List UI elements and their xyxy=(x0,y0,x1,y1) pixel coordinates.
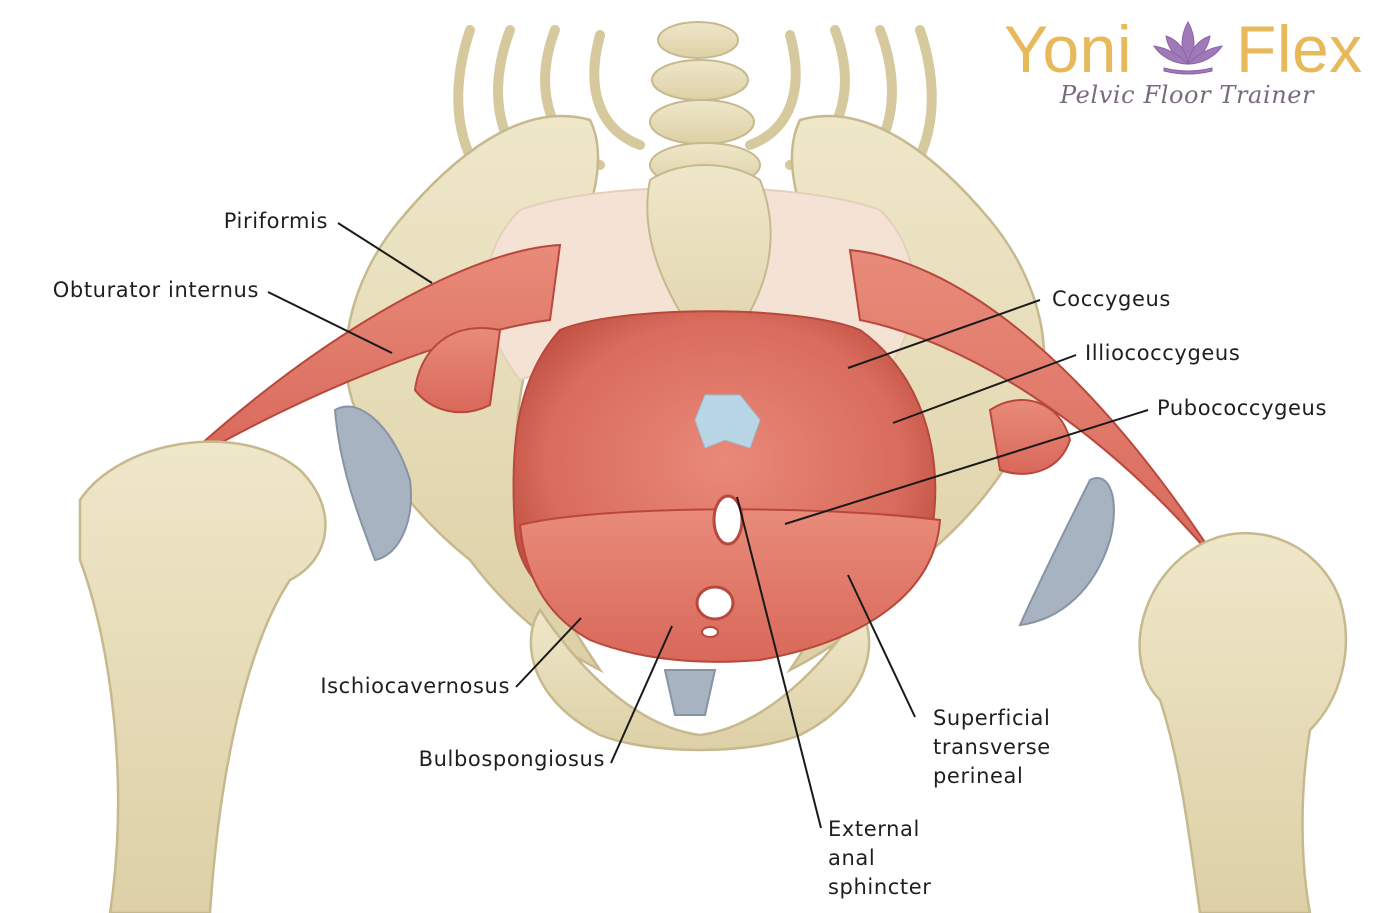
leader-coccygeus xyxy=(847,299,1041,369)
urethral-opening xyxy=(701,626,719,638)
hip-joints xyxy=(333,405,1115,716)
leader-obturator-internus xyxy=(267,291,393,354)
label-iliococcygeus: Illiococcygeus xyxy=(1085,341,1241,365)
obturator-internus-right xyxy=(988,399,1072,475)
rib xyxy=(745,30,801,150)
vertebra xyxy=(651,59,749,101)
obturator-internus-left xyxy=(413,327,502,414)
pubic-cartilage xyxy=(663,669,717,716)
label-external-anal-sphincter: External anal sphincter xyxy=(828,815,931,902)
label-pubococcygeus: Pubococcygeus xyxy=(1157,396,1327,420)
label-line: perineal xyxy=(933,764,1024,788)
leader-ischiocavernosus xyxy=(515,617,582,688)
leader-pubococcygeus xyxy=(784,409,1149,525)
label-line: Superficial xyxy=(933,706,1051,730)
leader-bulbospongiosus xyxy=(610,625,673,764)
leader-lines xyxy=(267,222,1149,829)
brand-name-right: Flex xyxy=(1236,12,1363,86)
vertebra xyxy=(649,99,755,145)
brand-logo: Yoni Flex Pelvic Floor Trainer xyxy=(1000,12,1366,112)
femurs xyxy=(78,440,1348,913)
vertebra xyxy=(657,21,739,59)
brand-tagline: Pelvic Floor Trainer xyxy=(1060,81,1315,109)
leader-external-anal-sphincter xyxy=(736,496,822,829)
central-tendon xyxy=(694,394,761,449)
brand-name-left: Yoni xyxy=(1004,12,1133,86)
left-femur xyxy=(78,440,327,913)
label-line: sphincter xyxy=(828,875,932,899)
label-superficial-transverse-perineal: Superficial transverse perineal xyxy=(933,704,1051,791)
label-piriformis: Piriformis xyxy=(223,209,328,233)
label-bulbospongiosus: Bulbospongiosus xyxy=(418,747,605,771)
right-hip-cartilage xyxy=(1018,477,1115,627)
leader-piriformis xyxy=(337,222,433,284)
vaginal-opening xyxy=(695,585,735,621)
rib xyxy=(589,30,645,150)
label-ischiocavernosus: Ischiocavernosus xyxy=(320,674,510,698)
pelvic-floor xyxy=(512,310,942,663)
pubic-arch xyxy=(529,607,871,752)
label-obturator-internus: Obturator internus xyxy=(52,278,259,302)
label-coccygeus: Coccygeus xyxy=(1052,287,1171,311)
lotus-icon xyxy=(1153,20,1223,75)
lumbar-spine xyxy=(649,21,761,188)
label-line: External xyxy=(828,817,920,841)
right-femur xyxy=(1138,531,1348,913)
label-line: anal xyxy=(828,846,876,870)
leader-iliococcygeus xyxy=(892,354,1077,424)
left-hip-cartilage xyxy=(333,405,412,562)
label-line: transverse xyxy=(933,735,1051,759)
leader-superficial-transverse-perineal xyxy=(847,574,916,718)
